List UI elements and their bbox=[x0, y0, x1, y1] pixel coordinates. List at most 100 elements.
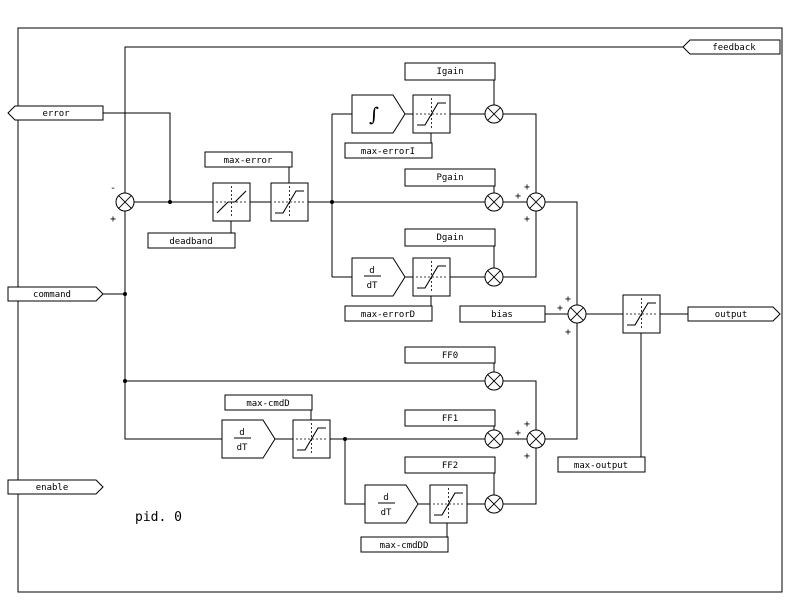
wire-error-chain bbox=[250, 113, 485, 278]
multiply-junction-ff0 bbox=[484, 371, 504, 391]
junction-dot bbox=[343, 437, 347, 441]
wire-output bbox=[586, 313, 688, 457]
param-label-max-errorD: max-errorD bbox=[361, 310, 415, 320]
sign-command-plus: + bbox=[110, 214, 116, 225]
instance-label: pid. 0 bbox=[135, 510, 182, 525]
param-label-ff2: FF2 bbox=[442, 461, 458, 471]
param-box-ff2 bbox=[404, 456, 496, 474]
param-label-max-errorI: max-errorI bbox=[361, 147, 415, 157]
wire-p-path bbox=[493, 186, 527, 203]
pin-output-label: output bbox=[715, 310, 748, 320]
param-label-igain: Igain bbox=[436, 67, 463, 77]
sign-d-plus: + bbox=[524, 214, 530, 225]
param-box-max-cmdD bbox=[224, 394, 313, 411]
integrator-icon: ∫ bbox=[369, 104, 379, 126]
wire-feedback bbox=[124, 46, 683, 193]
junction-dot bbox=[330, 200, 334, 204]
pin-command-label: command bbox=[33, 290, 71, 300]
limiter-block-cmdD bbox=[292, 419, 331, 459]
sum-junction-ff: + + + bbox=[515, 419, 546, 462]
junction-dots bbox=[123, 200, 347, 441]
pin-enable-label: enable bbox=[36, 483, 69, 493]
pin-enable: enable bbox=[7, 479, 104, 495]
param-label-max-output: max-output bbox=[574, 461, 628, 471]
sum-junction-error: - + bbox=[110, 183, 135, 225]
limiter-block-cmdDD bbox=[429, 484, 468, 524]
derivative-numerator: d bbox=[383, 493, 388, 503]
junction-dot bbox=[123, 379, 127, 383]
multiply-junction-ff1 bbox=[484, 429, 504, 449]
derivative-numerator: d bbox=[369, 266, 374, 276]
sign-i-plus: + bbox=[524, 182, 530, 193]
multiply-junction-ff2 bbox=[484, 494, 504, 514]
derivative-denominator: dT bbox=[367, 281, 378, 291]
param-label-ff0: FF0 bbox=[442, 351, 458, 361]
param-box-max-errorD bbox=[344, 305, 433, 322]
parameter-boxes: Igain max-errorI max-error Pgain deadban… bbox=[147, 62, 646, 553]
wire-i-path bbox=[405, 80, 537, 193]
sign-ffsum-plus: + bbox=[565, 327, 571, 338]
param-box-ff1 bbox=[404, 409, 496, 427]
param-label-ff1: FF1 bbox=[442, 414, 458, 424]
junctions: - + bbox=[110, 104, 587, 514]
param-label-max-cmdDD: max-cmdDD bbox=[380, 541, 429, 551]
wire-ff2 bbox=[344, 439, 537, 537]
pins: error command enable feedback output bbox=[7, 39, 781, 495]
sign-p-plus: + bbox=[515, 191, 521, 202]
pin-command: command bbox=[7, 286, 104, 302]
param-label-dgain: Dgain bbox=[436, 233, 463, 243]
wires bbox=[103, 46, 688, 537]
function-blocks: ∫ d dT d dT d dT bbox=[212, 94, 661, 524]
multiply-junction-dgain bbox=[484, 267, 504, 287]
pin-error-label: error bbox=[42, 109, 70, 119]
param-label-pgain: Pgain bbox=[436, 173, 463, 183]
derivative-numerator: d bbox=[239, 428, 244, 438]
sign-bias-plus: + bbox=[557, 303, 563, 314]
deadband-block bbox=[212, 182, 251, 222]
limiter-block-integrator bbox=[412, 94, 451, 134]
sum-junction-output: + + + bbox=[557, 294, 587, 338]
sign-ff2-plus: + bbox=[524, 451, 530, 462]
multiply-junction-igain bbox=[484, 104, 504, 124]
param-box-max-cmdDD bbox=[360, 536, 449, 553]
param-box-max-errorI bbox=[344, 142, 433, 159]
wire-ff0 bbox=[493, 363, 537, 430]
sign-pid-plus: + bbox=[565, 294, 571, 305]
param-box-ff0 bbox=[404, 346, 496, 364]
limiter-block-output bbox=[622, 294, 661, 334]
param-box-max-error bbox=[204, 151, 293, 168]
param-label-max-error: max-error bbox=[224, 156, 273, 166]
derivative-denominator: dT bbox=[381, 508, 392, 518]
wire-pid-sum-out bbox=[545, 201, 578, 305]
derivative-block-cmd: d dT bbox=[221, 419, 276, 459]
derivative-block-cmd2: d dT bbox=[364, 484, 419, 524]
param-label-bias: bias bbox=[491, 310, 513, 320]
sign-feedback-minus: - bbox=[110, 183, 116, 194]
derivative-denominator: dT bbox=[237, 443, 248, 453]
param-box-bias bbox=[459, 305, 546, 323]
pin-feedback: feedback bbox=[682, 39, 781, 55]
param-label-deadband: deadband bbox=[169, 237, 212, 247]
limiter-block-error bbox=[270, 182, 309, 222]
param-box-igain bbox=[404, 62, 496, 81]
pin-output: output bbox=[687, 306, 781, 322]
param-label-max-cmdD: max-cmdD bbox=[246, 399, 289, 409]
param-box-max-output bbox=[557, 456, 646, 473]
param-box-deadband bbox=[147, 232, 236, 249]
param-box-pgain bbox=[404, 168, 496, 187]
param-box-dgain bbox=[404, 228, 496, 247]
derivative-block-error: d dT bbox=[351, 257, 406, 297]
wire-d-path bbox=[405, 211, 537, 306]
integrator-block: ∫ bbox=[351, 94, 406, 134]
wire-ff1 bbox=[275, 410, 527, 440]
wire-command bbox=[103, 211, 485, 440]
pin-error: error bbox=[7, 105, 104, 121]
wire-error-tap bbox=[103, 112, 213, 203]
multiply-junction-pgain bbox=[484, 192, 504, 212]
junction-dot bbox=[123, 292, 127, 296]
junction-dot bbox=[168, 200, 172, 204]
pin-feedback-label: feedback bbox=[712, 43, 756, 53]
sign-ff1-plus: + bbox=[515, 428, 521, 439]
